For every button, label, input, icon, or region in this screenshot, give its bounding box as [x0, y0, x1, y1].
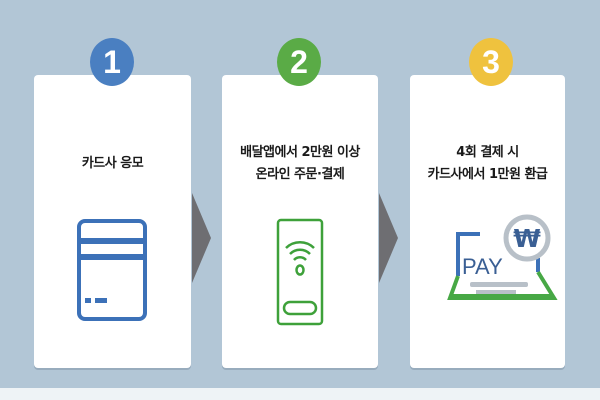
step-2-text: 배달앱에서 2만원 이상 온라인 주문·결제 — [222, 142, 378, 186]
step-2-line-2: 온라인 주문·결제 — [255, 167, 345, 182]
step-2-line-1: 배달앱에서 2만원 이상 — [240, 145, 360, 160]
step-card-2: 배달앱에서 2만원 이상 온라인 주문·결제 — [222, 75, 378, 368]
svg-text:PAY: PAY — [462, 254, 503, 279]
svg-text:₩: ₩ — [513, 224, 541, 253]
step-3-text: 4회 결제 시 카드사에서 1만원 환급 — [410, 142, 565, 186]
step-badge-2: 2 — [277, 38, 321, 86]
chevron-right-icon — [192, 193, 211, 283]
step-badge-1: 1 — [90, 38, 134, 86]
bottom-strip — [0, 388, 600, 400]
credit-card-icon — [77, 219, 147, 321]
step-3-line-2: 카드사에서 1만원 환급 — [427, 167, 548, 182]
step-badge-3: 3 — [469, 38, 513, 86]
step-1-line-1: 카드사 응모 — [81, 156, 144, 171]
phone-nfc-icon — [276, 218, 324, 326]
laptop-pay-won-icon: PAY ₩ — [447, 214, 558, 300]
step-3-line-1: 4회 결제 시 — [456, 145, 519, 160]
step-1-text: 카드사 응모 — [34, 153, 191, 175]
chevron-right-icon — [379, 193, 398, 283]
